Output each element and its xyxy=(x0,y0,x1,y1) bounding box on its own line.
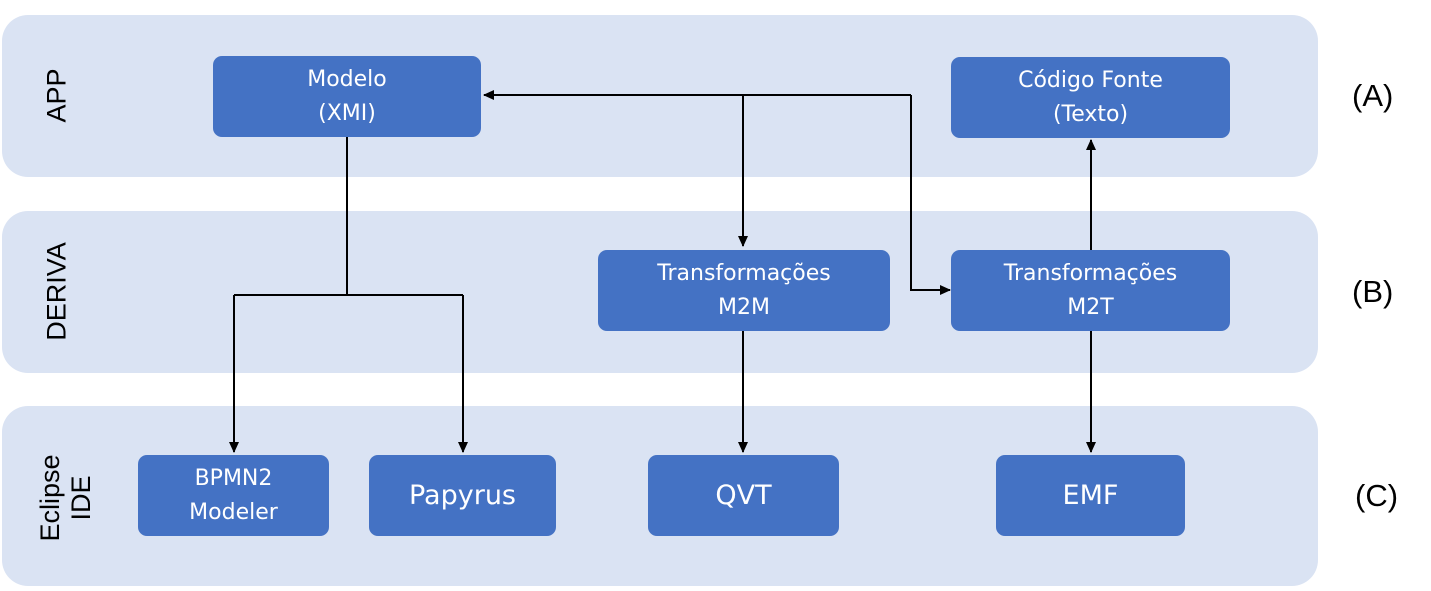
node-modelo-line1: Modelo xyxy=(307,66,387,92)
node-papyrus: Papyrus xyxy=(369,455,556,536)
node-emf-label: EMF xyxy=(1062,479,1119,511)
node-transformacoes-m2m: Transformações M2M xyxy=(598,250,890,331)
node-qvt-label: QVT xyxy=(715,479,772,511)
node-codigo-fonte: Código Fonte (Texto) xyxy=(951,57,1230,138)
node-transformacoes-m2t: Transformações M2T xyxy=(951,250,1230,331)
node-bpmn2-modeler: BPMN2 Modeler xyxy=(138,455,329,536)
node-papyrus-label: Papyrus xyxy=(408,479,516,511)
layer-app-tag: (A) xyxy=(1352,78,1394,113)
node-codigo-fonte-line2: (Texto) xyxy=(1052,101,1129,127)
node-emf: EMF xyxy=(996,455,1185,536)
node-bpmn2-line1: BPMN2 xyxy=(194,465,273,491)
layer-deriva-tag: (B) xyxy=(1352,274,1394,309)
node-codigo-fonte-line1: Código Fonte xyxy=(1018,67,1163,93)
node-m2m-line1: Transformações xyxy=(657,260,831,286)
node-qvt: QVT xyxy=(648,455,839,536)
node-modelo-line2: (XMI) xyxy=(318,100,376,126)
node-m2t-line1: Transformações xyxy=(1003,260,1178,286)
node-m2t-line2: M2T xyxy=(1067,294,1114,320)
node-bpmn2-line2: Modeler xyxy=(189,499,278,525)
layer-eclipse-tag: (C) xyxy=(1355,478,1399,513)
node-modelo: Modelo (XMI) xyxy=(213,56,481,137)
arrow-to-m2t xyxy=(910,95,951,295)
node-m2m-line2: M2M xyxy=(718,294,770,320)
